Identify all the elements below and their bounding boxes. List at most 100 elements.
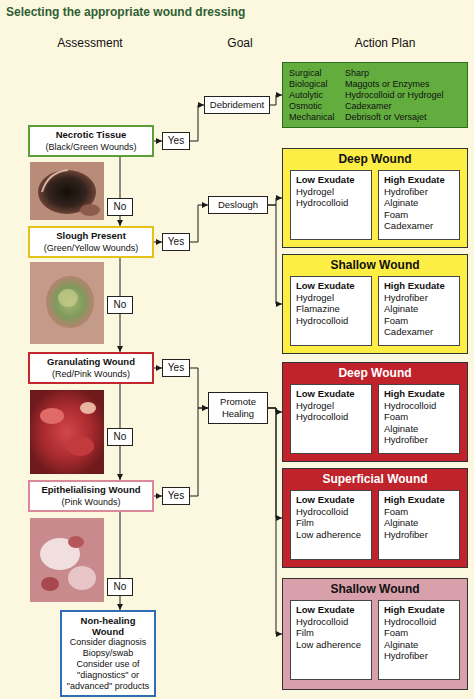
box-text: No (110, 201, 130, 213)
box-text: (Pink Wounds) (31, 496, 151, 508)
box-text: Granulating Wound (31, 356, 151, 368)
column-header: Goal (227, 36, 252, 50)
flow-connector (268, 408, 282, 634)
exudate-box: Low ExudateHydrocolloidFilmLow adherence (290, 490, 372, 560)
exudate-box: High ExudateFoamAlginateHydrofiber (378, 490, 460, 560)
exudate-box: High ExudateHydrofiberAlginateFoamCadexa… (378, 170, 460, 240)
box-text: Hydrofiber (384, 434, 454, 446)
box-text: Low Exudate (296, 280, 366, 292)
flow-connector (268, 408, 282, 412)
assessment-box: Necrotic Tissue(Black/Green Wounds) (28, 125, 154, 157)
exudate-box: Low ExudateHydrogelHydrocolloid (290, 170, 372, 240)
wound-photo (30, 262, 104, 344)
flow-connector (190, 408, 208, 496)
flow-connector (120, 446, 121, 480)
goal-box: Deslough (208, 196, 268, 214)
note-box: Non-healing WoundConsider diagnosisBiops… (60, 610, 156, 697)
box-text: Deep Wound (283, 152, 467, 167)
dressing-panel: Shallow WoundLow ExudateHydrocolloidFilm… (282, 578, 468, 690)
box-text: Alginate (384, 423, 454, 435)
box-text: High Exudate (384, 604, 454, 616)
skin-edge (80, 402, 96, 414)
skin (30, 262, 104, 344)
granulation-patch (66, 436, 94, 456)
box-text: Alginate (384, 517, 454, 529)
dressing-panel: Deep WoundLow ExudateHydrogelHydrocolloi… (282, 148, 468, 248)
column-header: Action Plan (355, 36, 416, 50)
flow-connector (154, 496, 162, 497)
dressing-panel: Deep WoundLow ExudateHydrogelHydrocolloi… (282, 362, 468, 462)
box-text: Hydrocolloid (296, 197, 366, 209)
flow-connector (120, 384, 121, 428)
box-text: High Exudate (384, 388, 454, 400)
flow-connector (268, 205, 282, 304)
flow-connector (268, 408, 282, 518)
box-text: Low Exudate (296, 604, 366, 616)
decision-label-box: Yes (162, 359, 190, 377)
flow-connector (120, 258, 121, 296)
box-text: Debridement (207, 99, 267, 111)
flow-connector (154, 242, 162, 243)
box-text: Hydrogel (296, 186, 366, 198)
assessment-box: Slough Present(Green/Yellow Wounds) (28, 226, 154, 258)
flow-connector (190, 205, 208, 242)
box-text: Film (296, 627, 366, 639)
decision-label-box: Yes (162, 132, 190, 150)
box-text: Maggots or Enzymes (345, 79, 461, 90)
skin (30, 518, 104, 602)
box-text: Cadexamer (384, 220, 454, 232)
granulation-patch (40, 408, 64, 424)
box-text: Biopsy/swab (65, 648, 151, 659)
box-text: No (110, 431, 130, 443)
box-text: Alginate (384, 639, 454, 651)
exudate-box: High ExudateHydrofiberAlginateFoamCadexa… (378, 276, 460, 346)
wound-photo (30, 390, 104, 474)
box-text: Deep Wound (283, 366, 467, 381)
wound-photo (30, 162, 104, 220)
box-text: (Black/Green Wounds) (31, 141, 151, 153)
box-text: Necrotic Tissue (31, 129, 151, 141)
box-text: Foam (384, 506, 454, 518)
flow-connector (154, 368, 162, 369)
box-text: No (110, 299, 130, 311)
box-text: Low adherence (296, 529, 366, 541)
box-text: Mechanical (289, 112, 341, 123)
exudate-box: Low ExudateHydrogelFlamazineHydrocolloid (290, 276, 372, 346)
decision-label-box: No (107, 296, 133, 314)
box-text: Surgical (289, 68, 341, 79)
flow-connector (270, 95, 282, 105)
wound-spot (41, 577, 59, 591)
action-box: Surgical SharpBiological Maggots or Enzyme… (282, 62, 468, 128)
box-text: Consider use of "diagnostics" or "advanc… (65, 659, 151, 692)
box-text: Sharp (345, 68, 461, 79)
assessment-box: Granulating Wound(Red/Pink Wounds) (28, 352, 154, 384)
box-text: Shallow Wound (283, 582, 467, 597)
box-text: Debrisoft or Versajet (345, 112, 461, 123)
decision-label-box: No (107, 578, 133, 596)
exudate-box: Low ExudateHydrocolloidFilmLow adherence (290, 600, 372, 680)
box-text: Osmotic (289, 101, 341, 112)
box-text: (Green/Yellow Wounds) (31, 242, 151, 254)
slough-centre (58, 289, 78, 307)
box-text: Foam (384, 411, 454, 423)
box-text: Hydrocolloid (296, 411, 366, 423)
box-text: Hydrocolloid (384, 400, 454, 412)
box-text: Biological (289, 79, 341, 90)
box-text: Low adherence (296, 639, 366, 651)
flow-connector (190, 368, 208, 408)
box-text: Hydrocolloid or Hydrogel (345, 90, 461, 101)
box-text: Promote Healing (211, 396, 265, 420)
flow-connector (120, 596, 121, 610)
box-text: Hydrocolloid (296, 616, 366, 628)
box-text: Autolytic (289, 90, 341, 101)
box-text: Low Exudate (296, 388, 366, 400)
box-text: Hydrocolloid (296, 315, 366, 327)
flow-connector (268, 198, 282, 205)
box-text: Yes (165, 490, 187, 502)
box-text: Film (296, 517, 366, 529)
flow-connector (190, 105, 204, 141)
box-text: No (110, 581, 130, 593)
decision-label-box: Yes (162, 487, 190, 505)
box-text: Hydrocolloid (296, 506, 366, 518)
